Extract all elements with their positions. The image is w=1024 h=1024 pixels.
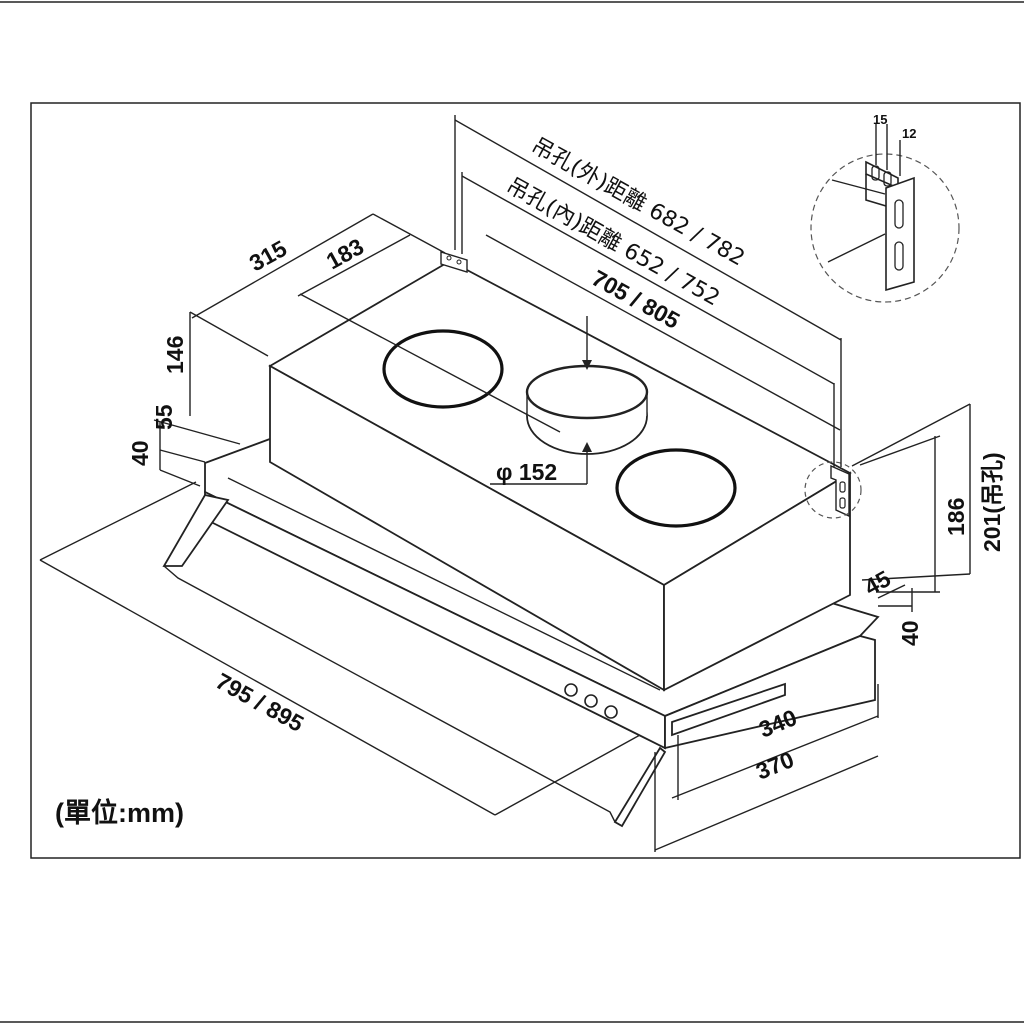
bracket-dim-15: 15: [873, 112, 887, 127]
range-hood: [162, 251, 880, 828]
detail-wall-line-2: [827, 233, 886, 263]
left-bracket: [440, 251, 468, 273]
knob-2: [584, 694, 598, 708]
duct-collar-top: [525, 364, 649, 420]
dimension-lines: [39, 115, 971, 852]
detail-bracket-plate: [885, 176, 915, 292]
knob-3: [604, 705, 618, 719]
height-55-label: 55: [151, 404, 177, 430]
depth-370-label: 370: [752, 746, 797, 784]
detail-hole-a: [871, 165, 880, 181]
detail-bracket-top: [865, 160, 899, 190]
right-visor: [613, 746, 667, 828]
front-panel-edge: [227, 477, 661, 691]
unit-label: (單位:mm): [55, 797, 184, 828]
height-201-label: 201(吊孔): [979, 452, 1005, 552]
height-146-label: 146: [162, 336, 188, 374]
height-40-left-label: 40: [127, 440, 153, 466]
height-40-right-label: 40: [897, 620, 923, 646]
detail-circle: [810, 153, 960, 303]
drawing-frame: [30, 102, 1021, 859]
right-bracket: [830, 464, 850, 518]
visor-bottom-edge: [163, 565, 616, 823]
offset-45-label: 45: [860, 565, 895, 600]
left-vent-hole: [382, 329, 504, 409]
duct-diameter-label: φ 152: [496, 459, 557, 485]
depth-315-label: 315: [245, 235, 291, 276]
bracket-detail-marker: [804, 461, 862, 519]
height-186-label: 186: [943, 498, 969, 536]
detail-slot-1: [894, 199, 904, 229]
right-vent-hole: [615, 448, 737, 528]
box-right: [663, 471, 851, 692]
detail-bracket-edge: [865, 174, 887, 207]
knob-1: [564, 683, 578, 697]
detail-hole-b: [883, 171, 892, 187]
bracket-dim-12: 12: [902, 126, 916, 141]
left-visor: [162, 493, 230, 567]
detail-wall-line-1: [831, 179, 886, 195]
detail-slot-2: [894, 241, 904, 271]
front-slot: [671, 682, 786, 737]
bracket-detail: 15 12: [810, 112, 960, 303]
